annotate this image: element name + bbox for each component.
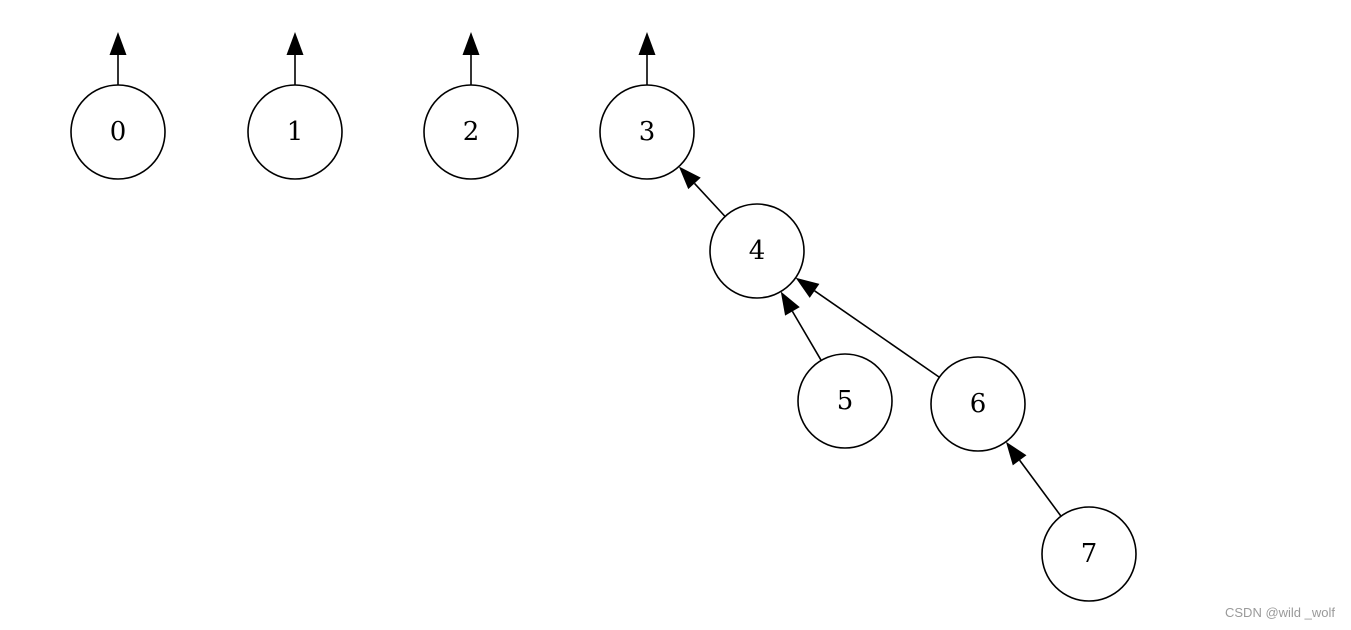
edge-4-to-3-arrowhead — [678, 166, 701, 190]
node-4: 4 — [709, 203, 805, 299]
root-arrow-3 — [638, 32, 656, 85]
node-circle — [1041, 506, 1137, 602]
edge-6-to-4-arrowhead — [795, 277, 820, 298]
node-label: 7 — [1081, 539, 1098, 569]
node-label: 3 — [639, 117, 656, 147]
root-arrow-0 — [109, 32, 127, 85]
node-circle — [709, 203, 805, 299]
node-2: 2 — [423, 84, 519, 180]
node-circle — [599, 84, 695, 180]
node-3: 3 — [599, 84, 695, 180]
edge-7-to-6-line — [1018, 459, 1062, 517]
node-label: 1 — [287, 117, 304, 147]
edge-4-to-3 — [678, 166, 726, 218]
node-circle — [70, 84, 166, 180]
nodes-layer: 0 1 2 3 4 5 6 7 — [70, 84, 1137, 602]
root-arrow-1-arrowhead — [286, 32, 304, 55]
edge-7-to-6-arrowhead — [1005, 441, 1027, 466]
node-5: 5 — [797, 353, 893, 449]
node-label: 2 — [463, 117, 480, 147]
root-arrow-2 — [462, 32, 480, 85]
edge-6-to-4-line — [814, 290, 940, 378]
node-6: 6 — [930, 356, 1026, 452]
watermark: CSDN @wild _wolf — [1225, 605, 1335, 620]
edges-layer — [109, 32, 1062, 517]
edge-7-to-6 — [1005, 441, 1062, 517]
node-label: 6 — [970, 389, 987, 419]
node-circle — [797, 353, 893, 449]
edge-5-to-4-line — [791, 310, 822, 361]
node-label: 5 — [837, 386, 854, 416]
node-label: 4 — [749, 236, 766, 266]
node-circle — [930, 356, 1026, 452]
edge-6-to-4 — [795, 277, 940, 378]
edge-4-to-3-line — [693, 182, 726, 218]
edge-5-to-4 — [780, 291, 822, 361]
node-label: 0 — [110, 117, 127, 147]
root-arrow-0-arrowhead — [109, 32, 127, 55]
node-circle — [247, 84, 343, 180]
edge-5-to-4-arrowhead — [780, 291, 800, 316]
node-0: 0 — [70, 84, 166, 180]
node-1: 1 — [247, 84, 343, 180]
root-arrow-1 — [286, 32, 304, 85]
root-arrow-3-arrowhead — [638, 32, 656, 55]
node-circle — [423, 84, 519, 180]
root-arrow-2-arrowhead — [462, 32, 480, 55]
node-7: 7 — [1041, 506, 1137, 602]
